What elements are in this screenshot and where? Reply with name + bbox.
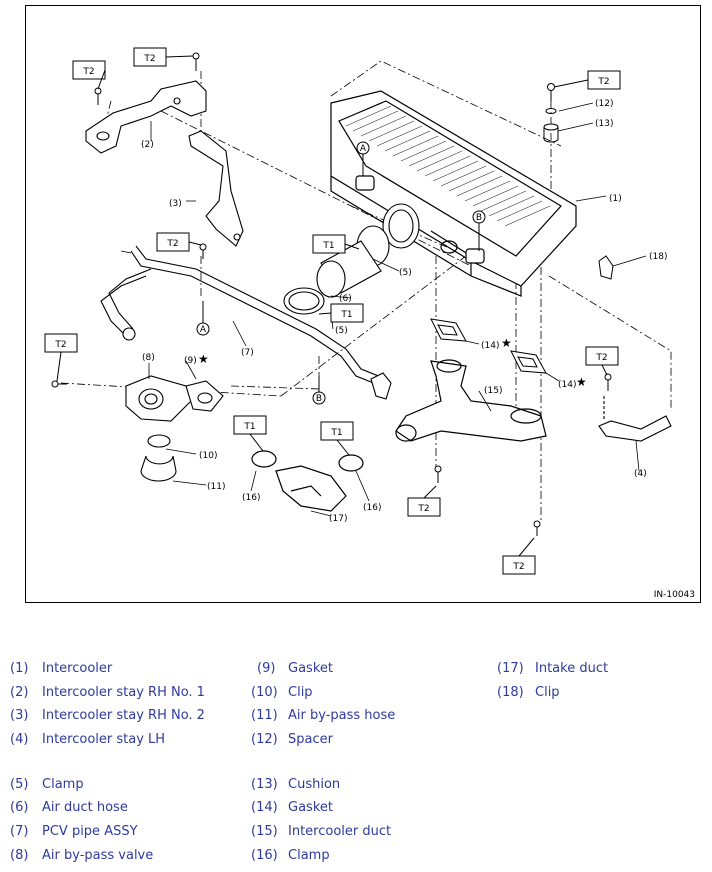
- callout-17: (17): [329, 514, 347, 524]
- legend-name: Intercooler: [42, 661, 113, 676]
- bolts: [51, 52, 612, 536]
- callout-12: (12): [595, 99, 613, 109]
- legend-name: Cushion: [288, 777, 341, 792]
- callout-4: (4): [634, 469, 647, 479]
- pcv-pipe-part: [100, 245, 392, 400]
- legend-num: (5): [10, 777, 29, 792]
- legend-name: Intercooler stay RH No. 2: [42, 708, 205, 723]
- torque-label: T2: [143, 54, 155, 64]
- legend-name: Gasket: [288, 800, 333, 815]
- marker-a: A: [200, 325, 207, 335]
- star-mark: ★: [198, 352, 209, 366]
- intake-duct-part: [251, 450, 364, 512]
- legend-num: (16): [251, 848, 278, 863]
- legend-name: Clamp: [288, 848, 330, 863]
- torque-label: T2: [417, 504, 429, 514]
- callout-5: (5): [399, 268, 412, 278]
- legend-name: Gasket: [288, 661, 333, 676]
- ab-markers: [196, 141, 486, 405]
- legend-name: Clamp: [42, 777, 84, 792]
- spacer-cushion-part: [543, 83, 559, 143]
- torque-label: T1: [322, 241, 334, 251]
- legend-name: Air duct hose: [42, 800, 128, 815]
- legend-name: Spacer: [288, 732, 333, 747]
- parts-legend: (1) Intercooler (2) Intercooler stay RH …: [0, 655, 712, 872]
- intercooler-part: [330, 90, 577, 297]
- callout-18: (18): [649, 252, 667, 262]
- legend-num: (4): [10, 732, 29, 747]
- legend-name: Air by-pass hose: [288, 708, 396, 723]
- legend-num: (15): [251, 824, 278, 839]
- callout-8: (8): [142, 353, 155, 363]
- callout-10: (10): [199, 451, 217, 461]
- legend-name: PCV pipe ASSY: [42, 824, 138, 839]
- star-mark: ★: [501, 336, 512, 350]
- callout-1: (1): [609, 194, 622, 204]
- legend-num: (3): [10, 708, 29, 723]
- torque-label: T2: [166, 239, 178, 249]
- clip-18-part: [598, 255, 614, 280]
- leader-lines: [120, 102, 647, 517]
- legend-num: (1): [10, 661, 29, 676]
- torque-boxes: [44, 47, 621, 575]
- legend-name: Clip: [288, 685, 313, 700]
- callout-16: (16): [363, 503, 381, 513]
- legend-num: (10): [251, 685, 278, 700]
- legend-name: Intercooler duct: [288, 824, 392, 839]
- legend-num: (13): [251, 777, 278, 792]
- callout-14: (14): [481, 341, 499, 351]
- legend-num: (18): [497, 685, 524, 700]
- torque-label: T2: [54, 340, 66, 350]
- callout-2: (2): [141, 140, 154, 150]
- legend-name: Intake duct: [535, 661, 609, 676]
- callout-13: (13): [595, 119, 613, 129]
- stay-rh-1-part: [85, 80, 207, 154]
- stay-rh-2-part: [188, 130, 244, 247]
- callout-14: (14): [558, 380, 576, 390]
- legend-num: (12): [251, 732, 278, 747]
- callout-9: (9): [184, 356, 197, 366]
- torque-label: T2: [82, 67, 94, 77]
- star-mark: ★: [576, 375, 587, 389]
- bypass-valve-part: [125, 375, 224, 482]
- legend-num: (14): [251, 800, 278, 815]
- air-duct-hose-part: [283, 203, 420, 315]
- legend-num: (7): [10, 824, 29, 839]
- legend-num: (11): [251, 708, 278, 723]
- legend-name: Intercooler stay RH No. 1: [42, 685, 205, 700]
- legend-num: (8): [10, 848, 29, 863]
- stay-lh-part: [598, 396, 672, 442]
- callout-15: (15): [484, 386, 502, 396]
- legend-num: (9): [257, 661, 276, 676]
- diagram-svg: T2 T2 T2 T2 T2 T2 T2 T2 T1 T1 T1 T1 A B …: [44, 47, 695, 600]
- torque-label: T2: [595, 353, 607, 363]
- callout-3: (3): [169, 199, 182, 209]
- legend-name: Air by-pass valve: [42, 848, 154, 863]
- legend-num: (2): [10, 685, 29, 700]
- callout-6: (6): [339, 294, 352, 304]
- callout-5: (5): [335, 326, 348, 336]
- callout-16: (16): [242, 493, 260, 503]
- legend-num: (17): [497, 661, 524, 676]
- marker-a: A: [360, 144, 367, 154]
- exploded-parts-diagram: T2 T2 T2 T2 T2 T2 T2 T2 T1 T1 T1 T1 A B …: [25, 5, 701, 603]
- figure-id: IN-10043: [654, 590, 695, 600]
- callout-7: (7): [241, 348, 254, 358]
- torque-label: T2: [512, 562, 524, 572]
- legend-name: Clip: [535, 685, 560, 700]
- torque-label: T2: [597, 77, 609, 87]
- legend-name: Intercooler stay LH: [42, 732, 166, 747]
- torque-label: T1: [243, 422, 255, 432]
- marker-b: B: [316, 394, 322, 404]
- legend-num: (6): [10, 800, 29, 815]
- torque-label: T1: [340, 310, 352, 320]
- marker-b: B: [476, 213, 482, 223]
- intercooler-duct-part: [395, 359, 547, 442]
- callout-11: (11): [207, 482, 225, 492]
- torque-label: T1: [330, 428, 342, 438]
